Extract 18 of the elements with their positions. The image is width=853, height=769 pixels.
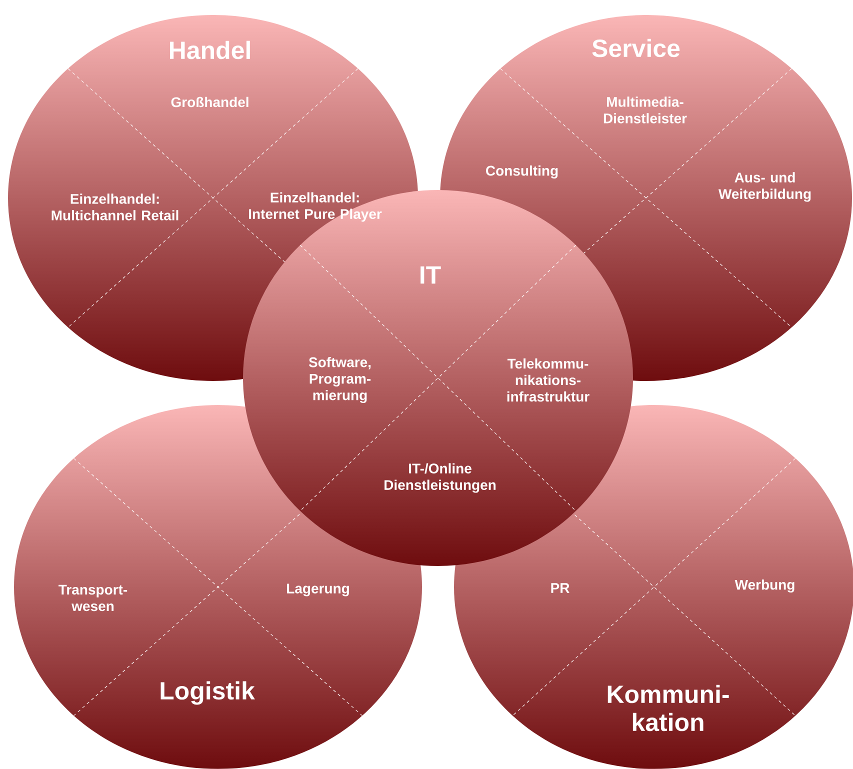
sector-label: Großhandel bbox=[171, 96, 248, 108]
sector-label: Telekommu-nikations-infrastruktur bbox=[507, 358, 590, 402]
circle-title: IT bbox=[420, 266, 441, 284]
circle-title: Logistik bbox=[160, 681, 255, 705]
circle-title: Service bbox=[592, 38, 680, 58]
sector-label: Werbung bbox=[734, 579, 794, 593]
sector-label: Lagerung bbox=[287, 584, 349, 596]
sector-label: Einzelhandel: Multichannel Retail bbox=[52, 194, 178, 220]
sector-label: Einzelhandel: Internet Pure Player bbox=[249, 192, 382, 222]
sector-label: PR bbox=[551, 583, 570, 593]
circle-title: Handel bbox=[170, 40, 250, 60]
sector-label: Software, Program-mierung bbox=[308, 356, 371, 404]
sector-label: Transport-wesen bbox=[58, 584, 128, 612]
circle-title: Kommuni-kation bbox=[608, 684, 729, 732]
sector-label: Multimedia-Dienstleister bbox=[604, 96, 687, 124]
sector-label: Aus- und Weiterbildung bbox=[718, 172, 811, 202]
sector-label: Consulting bbox=[486, 165, 558, 179]
sector-label: IT-/Online Dienstleistungen bbox=[384, 463, 496, 493]
